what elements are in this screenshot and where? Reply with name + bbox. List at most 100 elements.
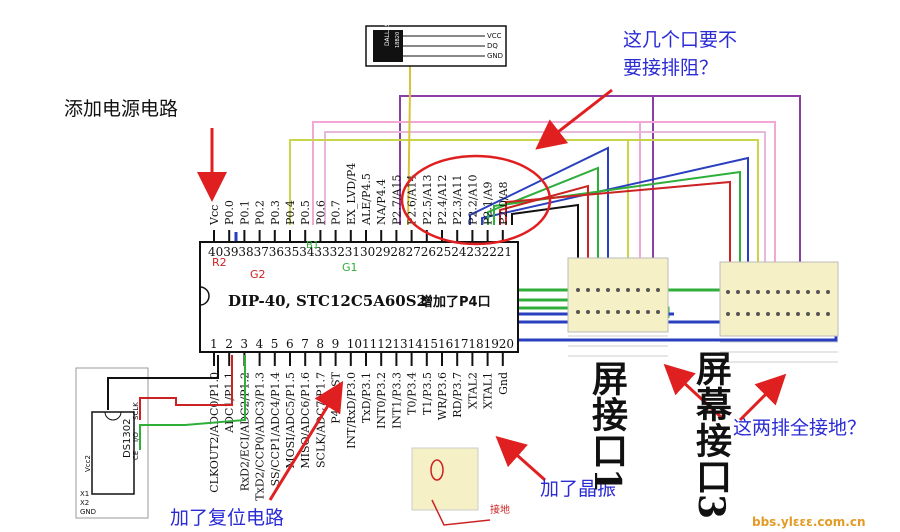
arrow-ground-3 <box>738 373 787 422</box>
bottom-pin-number: 5 <box>271 337 279 351</box>
chip-label: DIP-40, STC12C5A60S2 <box>228 292 427 310</box>
ds1302-pin-sclk: SCLK <box>132 402 140 420</box>
connector-1 <box>567 257 669 357</box>
top-pin-number: 23 <box>466 245 481 259</box>
blue-bus-wire-2 <box>481 156 749 270</box>
top-pin-number: 40 <box>208 245 223 259</box>
mark-g2: G2 <box>250 268 266 281</box>
bottom-pin-number: 12 <box>377 337 392 351</box>
connector-pin <box>726 290 730 294</box>
note-ports-question-line1: 这几个口要不 <box>623 29 738 51</box>
top-pin-label: EX_LVD/P4 <box>345 163 358 225</box>
connector-pin <box>616 310 620 314</box>
top-pin-label: ALE/P4.5 <box>360 173 373 226</box>
bottom-pin-label: Gnd <box>497 372 510 395</box>
connector-pin <box>656 288 660 292</box>
bottom-pin-number: 16 <box>438 337 453 351</box>
bottom-pin-number: 6 <box>286 337 294 351</box>
connector-pin <box>776 290 780 294</box>
bottom-pin-number: 4 <box>256 337 264 351</box>
bottom-pin-label: XTAL2 <box>466 372 479 409</box>
top-pin-label: P0.6 <box>314 200 327 225</box>
top-pin-label: P0.2 <box>254 200 267 225</box>
bottom-pin-label: WR/P3.6 <box>436 372 449 420</box>
top-pin-label: P0.0 <box>223 200 236 225</box>
connector-pin <box>806 290 810 294</box>
note-add-crystal: 加了晶振 <box>540 478 617 500</box>
bottom-pin-number: 9 <box>332 337 340 351</box>
ds1302-module: DS1302 Vcc2 SCLK I/O CE X1 X2 GND <box>75 367 149 519</box>
bottom-pin-label: MOSI/ADC5/P1.5 <box>284 372 297 469</box>
top-pin-number: 35 <box>284 245 299 259</box>
bottom-pin-number: 14 <box>408 337 424 351</box>
top-pin-number: 25 <box>436 245 451 259</box>
top-pin-number: 21 <box>497 245 512 259</box>
bottom-pin-number: 19 <box>484 337 499 351</box>
ds18b20-pin-gnd: GND <box>487 52 503 60</box>
top-pin-number: 38 <box>238 245 253 259</box>
top-pin-number: 22 <box>482 245 497 259</box>
connector-pin <box>816 312 820 316</box>
connector-pin <box>586 310 590 314</box>
top-pin-number: 39 <box>223 245 238 259</box>
connector-pin <box>636 288 640 292</box>
connector-pin <box>576 288 580 292</box>
top-pin-label: P2.4/A12 <box>436 174 449 225</box>
connector-pin <box>596 288 600 292</box>
connector-pin <box>786 290 790 294</box>
connector-pin <box>796 290 800 294</box>
mark-g1: G1 <box>342 261 358 274</box>
top-pin-label: P2.5/A13 <box>421 174 434 225</box>
top-pin-number: 37 <box>254 245 269 259</box>
black-bus-wire <box>511 203 579 270</box>
highlight-ellipse <box>400 154 552 246</box>
yellow-wire <box>289 139 759 270</box>
ds18b20-brand: DALLAS <box>384 22 391 46</box>
note-ports-question-line2: 要接排阻？ <box>623 57 719 79</box>
bottom-pin-label: ADC1/P1.1 <box>223 372 236 434</box>
top-pin-label: P0.1 <box>238 200 251 225</box>
arrow-crystal <box>495 436 546 482</box>
green-bus-wire <box>487 166 599 270</box>
green-bus-wire-2 <box>493 170 741 270</box>
connector-pin <box>646 310 650 314</box>
ds18b20-pin-vcc: VCC <box>487 32 502 40</box>
connector-3-label: 屏幕接口3 <box>690 350 732 520</box>
connector-pin <box>746 290 750 294</box>
top-pin-label: P0.7 <box>330 200 343 225</box>
connector-pin <box>636 310 640 314</box>
top-pin-number: 28 <box>390 245 405 259</box>
arrow-ground-1 <box>663 363 724 420</box>
ds1302-pin-io: I/O <box>132 432 140 442</box>
bottom-pin-label: TxD/P3.1 <box>360 372 373 423</box>
bottom-pin-number: 13 <box>392 337 407 351</box>
bottom-pin-label: INT/RxD/P3.0 <box>345 372 358 449</box>
bottom-pin-number: 3 <box>240 337 248 351</box>
bottom-pin-label: RxD2/ECI/ADC2/P1.2 <box>238 372 251 491</box>
top-pin-label: P2.6/A14 <box>406 174 419 225</box>
top-pin-label: P0.5 <box>299 200 312 225</box>
top-pin-label: P2.1/A9 <box>482 181 495 225</box>
bottom-pin-number: 15 <box>423 337 438 351</box>
connector-pin <box>726 312 730 316</box>
bottom-pin-label: SS/CCP1/ADC4/P1.4 <box>269 372 282 486</box>
top-pin-number: 32 <box>330 245 345 259</box>
bottom-pin-number: 1 <box>210 337 218 351</box>
connector-pin <box>646 288 650 292</box>
note-add-power: 添加电源电路 <box>64 98 179 120</box>
note-add-reset: 加了复位电路 <box>170 507 285 529</box>
bottom-pin-label: MISO/ADC6/P1.6 <box>299 372 312 469</box>
ds1302-black-wire <box>107 355 219 410</box>
connector-pin <box>626 288 630 292</box>
connector-pin <box>746 312 750 316</box>
top-pin-label: Vcc <box>208 205 221 226</box>
connector-3 <box>719 261 839 363</box>
bottom-pin-label: TxD2/CCP0/ADC3/P1.3 <box>254 372 267 501</box>
note-both-rows-ground: 这两排全接地？ <box>733 417 867 439</box>
connector-pin <box>756 290 760 294</box>
connector-pin <box>656 310 660 314</box>
top-pin-number: 34 <box>299 245 315 259</box>
bottom-pin-label: T1/P3.5 <box>421 372 434 415</box>
connector-pin <box>766 312 770 316</box>
bottom-pin-label: RD/P3.7 <box>451 372 464 418</box>
